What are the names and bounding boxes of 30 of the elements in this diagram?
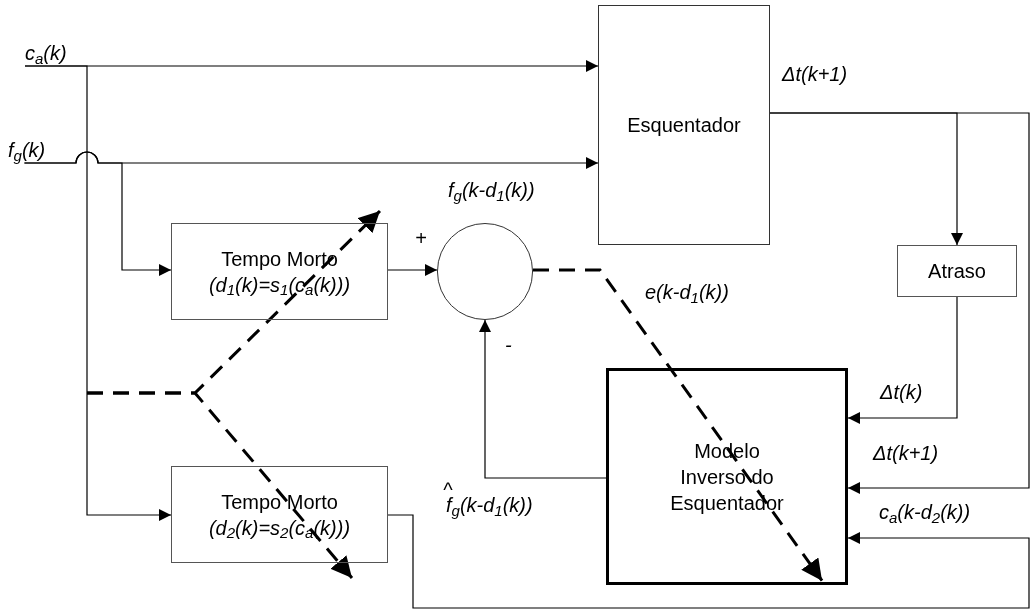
- arrow: [479, 319, 607, 479]
- process-block: [598, 5, 770, 245]
- signal-label: +: [415, 226, 427, 250]
- signal-label: Δt(k+1): [782, 62, 848, 86]
- signal-label: e(k-d$_{1}$(k)): [645, 280, 729, 304]
- process-block: [171, 466, 388, 563]
- signal-label: Δt(k+1): [873, 441, 939, 465]
- block-formula: (d$_{1}$(k)=s$_{1}$(c$_{a}$(k))): [208, 272, 351, 298]
- arrow: [769, 112, 1030, 494]
- block-title: Tempo Morto: [221, 246, 338, 272]
- signal-label: c$_{a}$(k-d$_{2}$(k)): [879, 500, 971, 524]
- arrow: [23, 151, 172, 276]
- arrow: [847, 296, 958, 424]
- signal-label: Δt(k): [880, 380, 923, 404]
- dashed-arrow: [87, 391, 354, 579]
- signal-label: f$_{g}$(k): [8, 137, 68, 163]
- signal-label: -: [505, 333, 512, 357]
- block-title: Atraso: [928, 259, 986, 284]
- block-title: Esquentador: [627, 113, 741, 138]
- signal-label: f$_{g}$(k-d$_{1}$(k)): [448, 178, 535, 202]
- block-title: Tempo Morto: [221, 489, 338, 515]
- arrow: [387, 264, 438, 276]
- process-block: [171, 223, 388, 320]
- arrow: [387, 514, 1030, 609]
- model-block: [606, 368, 848, 585]
- dashed-arrow: [533, 268, 824, 582]
- block-title: Modelo Inverso do Esquentador: [669, 438, 785, 516]
- process-block: [897, 245, 1017, 297]
- arrow: [24, 65, 172, 521]
- signal-label: c$_{a}$(k): [25, 40, 83, 66]
